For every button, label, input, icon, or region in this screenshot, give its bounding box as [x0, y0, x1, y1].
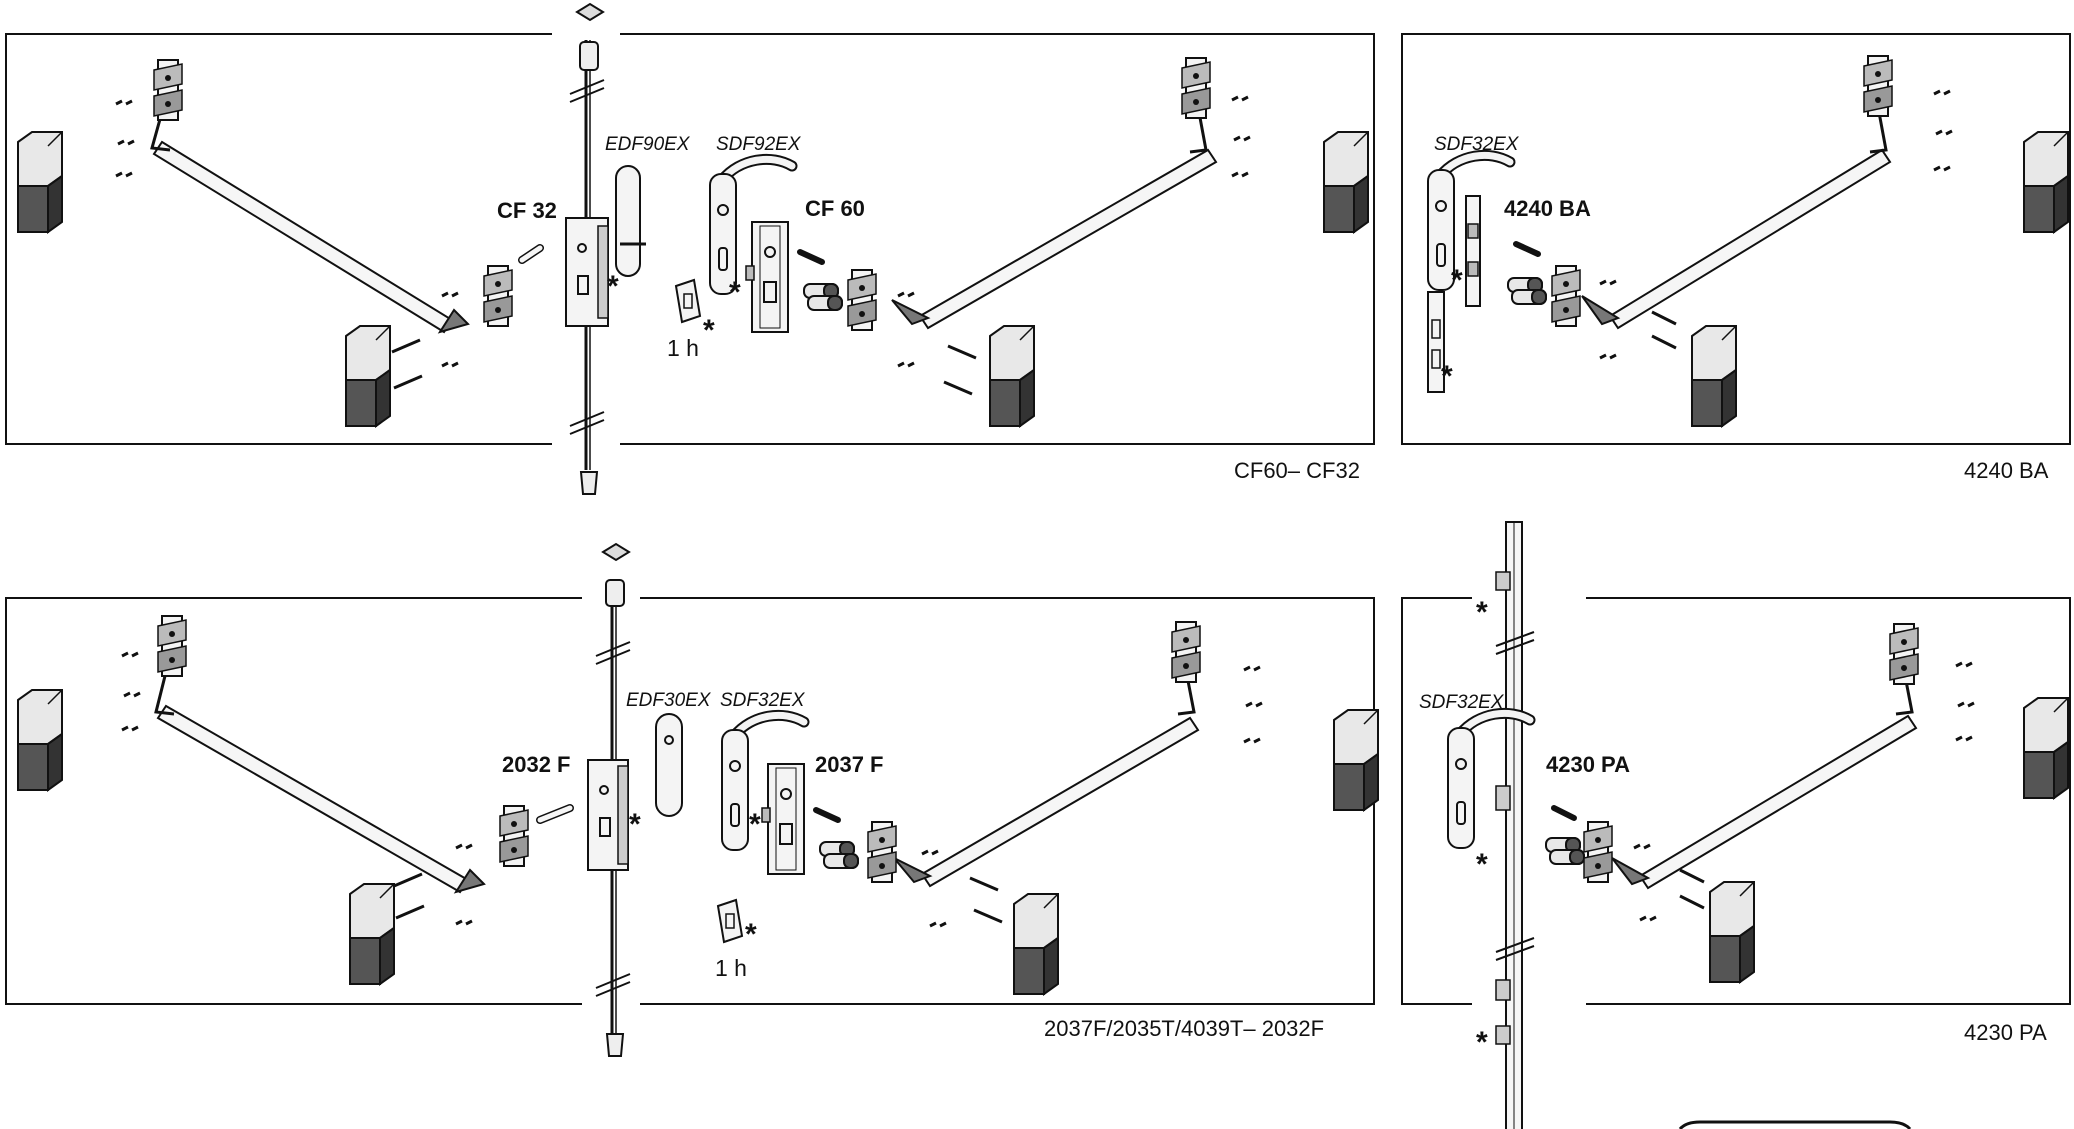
part-label: SDF32EX — [1434, 134, 1520, 155]
vertical-rod — [595, 542, 631, 1057]
push-bar — [1583, 623, 2069, 983]
strike-plate — [1427, 291, 1445, 393]
time-label: 1 h — [667, 335, 699, 361]
model-label-right: 2037 F — [815, 752, 884, 777]
model-label: 4240 BA — [1504, 196, 1591, 221]
panel-caption: 4230 PA — [1964, 1020, 2047, 1045]
model-label: 4230 PA — [1546, 752, 1630, 777]
asterisk: * — [629, 808, 641, 841]
panel-cf60-cf32: CF 32 CF 60 EDF90EX SDF92EX 1 h * * * CF… — [5, 2, 1375, 495]
model-label-left: CF 32 — [497, 198, 557, 223]
cropped-shape — [1678, 1120, 1912, 1129]
part-label-left: EDF30EX — [626, 690, 712, 711]
lock-case-2037f — [761, 763, 805, 875]
panel-frame — [1401, 33, 2071, 445]
part-label-left: EDF90EX — [605, 134, 691, 155]
panel-4230-pa: 4230 PA SDF32EX * * * 4230 PA — [1401, 521, 2071, 1129]
asterisk: * — [703, 314, 715, 347]
model-label-right: CF 60 — [805, 196, 865, 221]
asterisk: * — [749, 808, 761, 841]
asterisk: * — [1476, 596, 1488, 629]
asterisk: * — [1441, 360, 1453, 393]
panel-2037f-2032f: 2032 F 2037 F EDF30EX SDF32EX 1 h * * * … — [5, 542, 1379, 1057]
push-bar — [1551, 55, 2069, 427]
panel-caption: 2037F/2035T/4039T– 2032F — [1044, 1016, 1324, 1041]
asterisk: * — [729, 276, 741, 309]
model-label-left: 2032 F — [502, 752, 571, 777]
strike-plate — [674, 278, 702, 324]
panel-frame — [5, 33, 1375, 445]
vertical-rod-lock — [565, 217, 609, 327]
panel-frame — [5, 597, 1375, 1005]
strike-plate — [716, 898, 744, 944]
lock-case-cf60 — [745, 221, 789, 333]
push-bar-right — [867, 621, 1379, 995]
asterisk: * — [1451, 264, 1463, 297]
part-label: SDF32EX — [1419, 692, 1505, 713]
panel-4240-ba: 4240 BA SDF32EX * * 4240 BA — [1401, 33, 2071, 483]
asterisk: * — [745, 918, 757, 951]
lock-case-4240 — [1465, 195, 1481, 307]
multipoint-lock-strip — [1495, 521, 1535, 1129]
asterisk: * — [607, 270, 619, 303]
part-label-right: SDF32EX — [720, 690, 806, 711]
panel-caption: CF60– CF32 — [1234, 458, 1360, 483]
asterisk: * — [1476, 1026, 1488, 1059]
part-label-right: SDF92EX — [716, 134, 802, 155]
escutcheon-edf90ex — [615, 165, 646, 277]
asterisk: * — [1476, 848, 1488, 881]
panel-frame — [1401, 597, 2071, 1005]
escutcheon-edf30ex — [655, 713, 683, 817]
vertical-rod — [569, 2, 605, 495]
vertical-rod-lock — [587, 759, 629, 871]
push-bar-left — [17, 615, 574, 985]
panel-caption: 4240 BA — [1964, 458, 2049, 483]
push-bar-right — [847, 57, 1369, 427]
time-label: 1 h — [715, 955, 747, 981]
push-bar-left — [17, 59, 544, 427]
